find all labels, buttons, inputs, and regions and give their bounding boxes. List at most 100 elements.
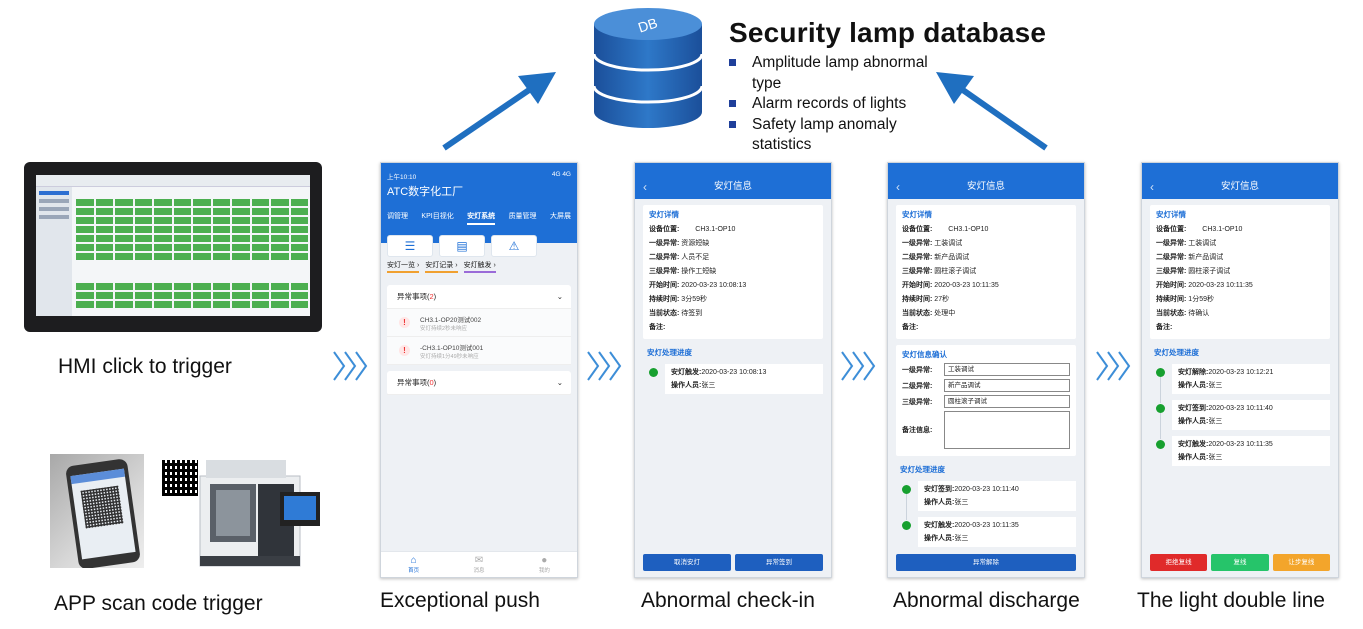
reject-resume-button[interactable]: 拒绝复线 — [1150, 554, 1208, 571]
hmi-status-tile[interactable] — [154, 244, 172, 251]
hmi-status-tile[interactable] — [290, 244, 308, 251]
hmi-status-tile[interactable] — [95, 253, 113, 260]
hmi-status-tile[interactable] — [232, 208, 250, 215]
hmi-status-tile[interactable] — [134, 292, 152, 299]
hmi-status-tile[interactable] — [232, 199, 250, 206]
hmi-status-tile[interactable] — [212, 217, 230, 224]
hmi-status-tile[interactable] — [134, 244, 152, 251]
hmi-status-tile[interactable] — [232, 244, 250, 251]
hmi-status-tile[interactable] — [115, 208, 133, 215]
hmi-status-tile[interactable] — [76, 208, 94, 215]
concession-resume-button[interactable]: 让步复线 — [1272, 554, 1330, 571]
confirm-input[interactable]: 圆柱滚子调试 — [944, 395, 1070, 408]
hmi-status-tile[interactable] — [173, 253, 191, 260]
tab-module[interactable]: KPI目视化 — [421, 213, 454, 220]
hmi-status-tile[interactable] — [193, 253, 211, 260]
back-icon[interactable]: ‹ — [643, 180, 647, 194]
hmi-status-tile[interactable] — [95, 301, 113, 308]
hmi-status-tile[interactable] — [251, 226, 269, 233]
hmi-status-tile[interactable] — [115, 235, 133, 242]
hmi-status-tile[interactable] — [173, 301, 191, 308]
hmi-status-tile[interactable] — [154, 283, 172, 290]
hmi-status-tile[interactable] — [154, 253, 172, 260]
hmi-status-tile[interactable] — [251, 292, 269, 299]
hmi-status-tile[interactable] — [212, 199, 230, 206]
hmi-status-tile[interactable] — [173, 244, 191, 251]
hmi-status-tile[interactable] — [212, 283, 230, 290]
hmi-status-tile[interactable] — [251, 253, 269, 260]
hmi-status-tile[interactable] — [271, 226, 289, 233]
hmi-status-tile[interactable] — [271, 199, 289, 206]
hmi-status-tile[interactable] — [95, 235, 113, 242]
hmi-status-tile[interactable] — [76, 292, 94, 299]
hmi-status-tile[interactable] — [76, 235, 94, 242]
remark-input[interactable] — [944, 411, 1070, 449]
hmi-status-tile[interactable] — [290, 226, 308, 233]
hmi-status-tile[interactable] — [154, 226, 172, 233]
hmi-status-tile[interactable] — [95, 283, 113, 290]
hmi-status-tile[interactable] — [271, 217, 289, 224]
remark-field[interactable]: 备注信息: — [902, 411, 1070, 449]
hmi-status-tile[interactable] — [95, 292, 113, 299]
hmi-status-tile[interactable] — [290, 217, 308, 224]
tab-module[interactable]: 质量管理 — [508, 213, 537, 220]
hmi-status-tile[interactable] — [173, 235, 191, 242]
hmi-status-tile[interactable] — [232, 283, 250, 290]
hmi-status-tile[interactable] — [95, 208, 113, 215]
hmi-status-tile[interactable] — [134, 208, 152, 215]
hmi-status-tile[interactable] — [173, 199, 191, 206]
hmi-status-tile[interactable] — [134, 301, 152, 308]
hmi-status-tile[interactable] — [95, 199, 113, 206]
tab-module-active[interactable]: 安灯系统 — [467, 211, 496, 225]
hmi-status-tile[interactable] — [95, 244, 113, 251]
hmi-status-tile[interactable] — [154, 301, 172, 308]
hmi-status-tile[interactable] — [212, 235, 230, 242]
confirm-input[interactable]: 新产品调试 — [944, 379, 1070, 392]
hmi-status-tile[interactable] — [271, 283, 289, 290]
hmi-status-tile[interactable] — [134, 217, 152, 224]
hmi-status-tile[interactable] — [173, 292, 191, 299]
hmi-status-tile[interactable] — [290, 301, 308, 308]
hmi-status-tile[interactable] — [193, 283, 211, 290]
hmi-status-tile[interactable] — [76, 301, 94, 308]
confirm-field[interactable]: 二级异常:新产品调试 — [902, 379, 1070, 392]
hmi-status-tile[interactable] — [271, 253, 289, 260]
hmi-status-tile[interactable] — [154, 217, 172, 224]
hmi-status-tile[interactable] — [290, 208, 308, 215]
hmi-status-tile[interactable] — [76, 283, 94, 290]
hmi-status-tile[interactable] — [193, 226, 211, 233]
link-andon-records[interactable]: 安灯记录 › — [425, 260, 458, 273]
hmi-status-tile[interactable] — [193, 244, 211, 251]
hmi-status-tile[interactable] — [271, 235, 289, 242]
hmi-status-tile[interactable] — [271, 244, 289, 251]
tab-messages[interactable]: ✉消息 — [446, 552, 511, 577]
hmi-status-tile[interactable] — [212, 226, 230, 233]
hmi-status-tile[interactable] — [115, 301, 133, 308]
hmi-status-tile[interactable] — [115, 292, 133, 299]
hmi-status-tile[interactable] — [76, 217, 94, 224]
hmi-status-tile[interactable] — [154, 208, 172, 215]
hmi-status-tile[interactable] — [115, 226, 133, 233]
hmi-status-tile[interactable] — [193, 199, 211, 206]
hmi-status-tile[interactable] — [251, 217, 269, 224]
hmi-status-tile[interactable] — [76, 244, 94, 251]
tab-module[interactable]: 调管理 — [387, 213, 408, 220]
resume-button[interactable]: 复线 — [1211, 554, 1269, 571]
hmi-status-tile[interactable] — [173, 283, 191, 290]
hmi-status-tile[interactable] — [76, 199, 94, 206]
hmi-status-tile[interactable] — [76, 253, 94, 260]
list-icon[interactable]: ☰ — [387, 235, 433, 257]
hmi-status-tile[interactable] — [251, 199, 269, 206]
hmi-status-tile[interactable] — [290, 253, 308, 260]
hmi-status-tile[interactable] — [115, 199, 133, 206]
hmi-status-tile[interactable] — [115, 283, 133, 290]
hmi-status-tile[interactable] — [251, 235, 269, 242]
exception-group-header[interactable]: 异常事项(2) ⌄ — [387, 285, 571, 309]
tab-home[interactable]: ⌂首页 — [381, 552, 446, 577]
release-button[interactable]: 异常解除 — [896, 554, 1076, 571]
tab-profile[interactable]: ●我的 — [512, 552, 577, 577]
hmi-status-tile[interactable] — [290, 235, 308, 242]
hmi-status-tile[interactable] — [154, 235, 172, 242]
hmi-status-tile[interactable] — [271, 292, 289, 299]
